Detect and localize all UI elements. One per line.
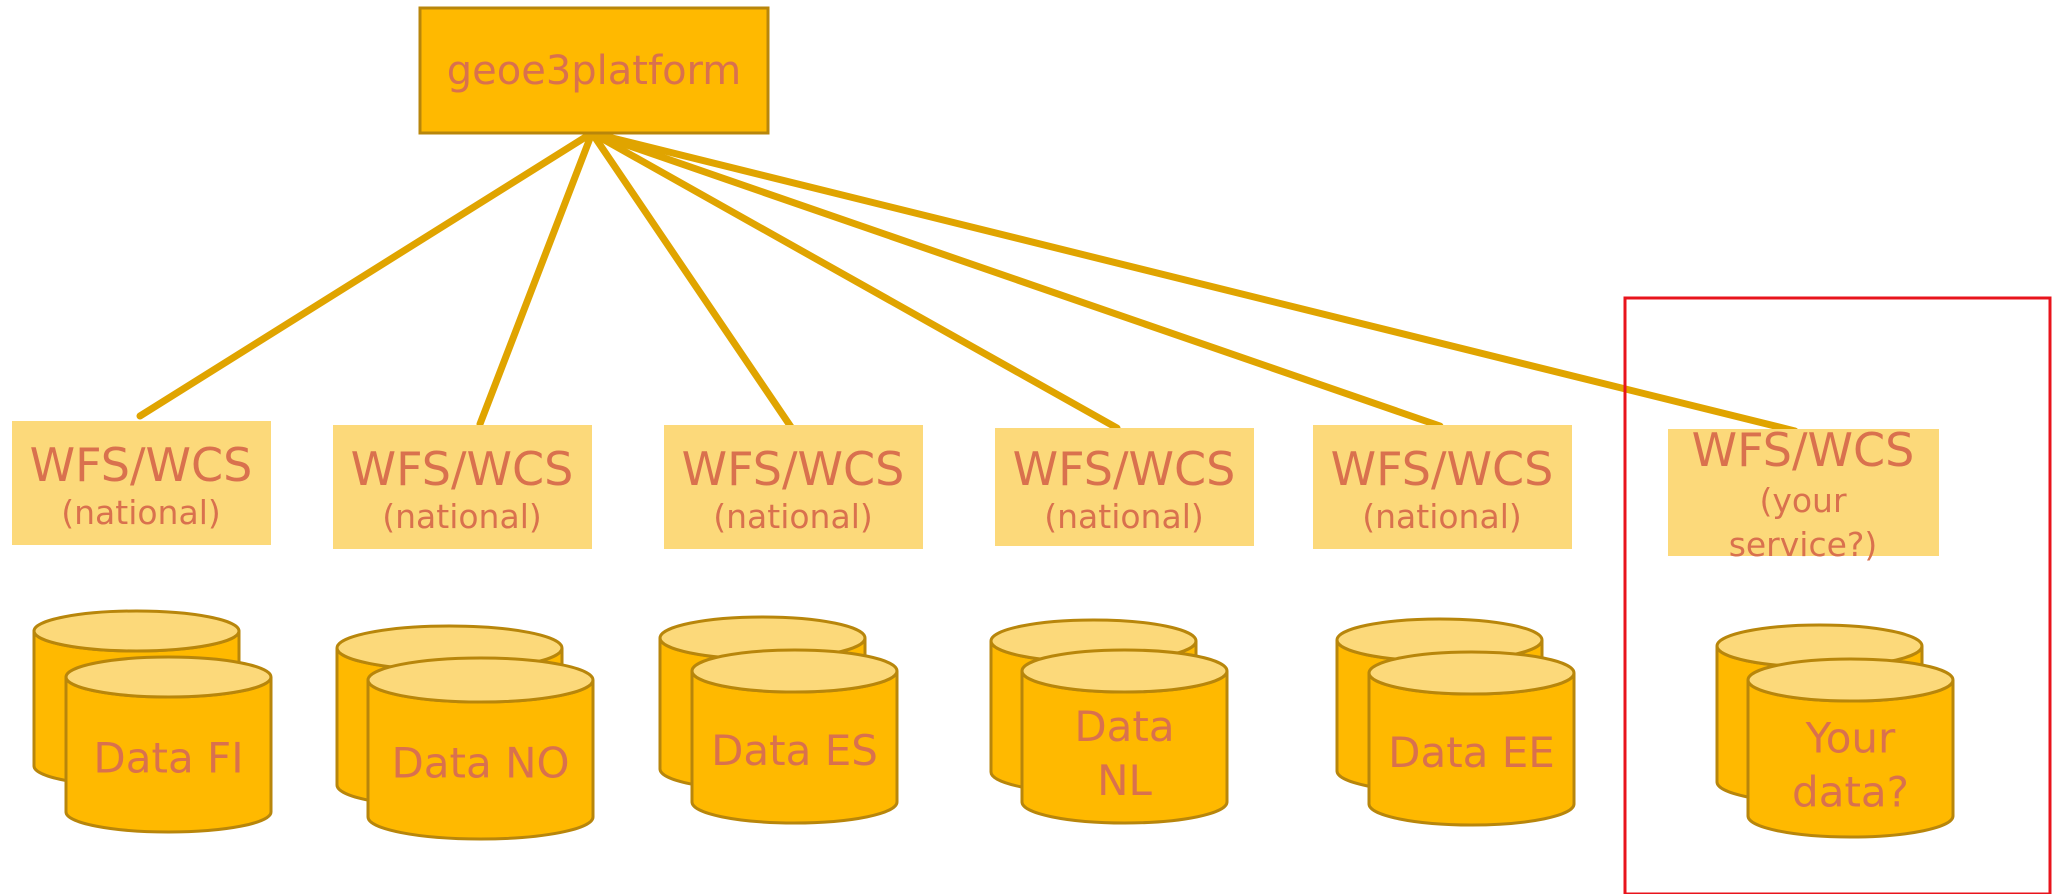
cylinder-top [64, 655, 273, 699]
service-subtitle: (national) [382, 497, 542, 536]
service-box-bg [1313, 425, 1572, 549]
highlight-frame [1623, 296, 2052, 894]
database-label: Your [1805, 714, 1896, 763]
connector-line [588, 129, 1121, 432]
service-box: WFS/WCS (national) [1313, 425, 1572, 549]
cylinder-top [1020, 648, 1229, 694]
service-subtitle: (national) [1362, 497, 1522, 536]
database-label: Data [1074, 702, 1174, 751]
root-node-box [418, 6, 770, 135]
database-label: Data NO [391, 739, 569, 788]
service-box: WFS/WCS (national) [333, 425, 592, 549]
database-label-line2: NL [1097, 756, 1152, 805]
database-label-line2: data? [1792, 768, 1909, 817]
service-subtitle-line2: service?) [1729, 525, 1878, 564]
root-node-label: geoe3platform [447, 48, 742, 94]
service-title: WFS/WCS [1013, 442, 1236, 496]
service-box-bg [12, 421, 271, 545]
service-subtitle: (your [1759, 481, 1847, 520]
service-title: WFS/WCS [682, 442, 905, 496]
connector-line [476, 129, 596, 428]
database-stack: Data EE [1335, 617, 1576, 827]
database-stack: Data NO [335, 624, 595, 841]
database-front-cylinder [1746, 657, 1955, 839]
root-node: geoe3platform [418, 6, 770, 135]
connector-line [136, 129, 596, 420]
service-box-bg [1668, 429, 1939, 556]
connector-line [588, 129, 1799, 435]
service-box: WFS/WCS (national) [664, 425, 923, 549]
service-box-bg [995, 428, 1254, 546]
service-box: WFS/WCS (national) [12, 421, 271, 545]
service-subtitle: (national) [1044, 497, 1204, 536]
service-subtitle: (national) [713, 497, 873, 536]
service-title: WFS/WCS [1692, 423, 1915, 477]
connector-line [588, 129, 1444, 430]
cylinder-top [366, 656, 595, 704]
database-stack: Data ES [658, 615, 899, 825]
service-box: WFS/WCS (national) [995, 428, 1254, 546]
database-front-cylinder [1367, 650, 1576, 827]
database-front-cylinder [64, 655, 273, 834]
database-label: Data ES [711, 726, 878, 775]
cylinder-top [690, 648, 899, 694]
service-title: WFS/WCS [30, 438, 253, 492]
database-label: Data EE [1388, 728, 1555, 777]
service-box-your-service: WFS/WCS (your service?) [1668, 423, 1939, 564]
service-subtitle: (national) [61, 493, 221, 532]
service-title: WFS/WCS [351, 442, 574, 496]
database-stack: Your data? [1715, 623, 1955, 839]
database-front-cylinder [1020, 648, 1229, 825]
database-label: Data FI [93, 734, 243, 783]
service-box-bg [333, 425, 592, 549]
service-box-bg [664, 425, 923, 549]
database-front-cylinder [690, 648, 899, 825]
database-stack: Data FI [32, 609, 273, 834]
connector-line [588, 129, 795, 431]
database-front-cylinder [366, 656, 595, 841]
cylinder-top [1746, 657, 1955, 703]
cylinder-top [1367, 650, 1576, 696]
cylinder-top [32, 609, 241, 653]
service-title: WFS/WCS [1331, 442, 1554, 496]
connectors [136, 129, 1799, 435]
